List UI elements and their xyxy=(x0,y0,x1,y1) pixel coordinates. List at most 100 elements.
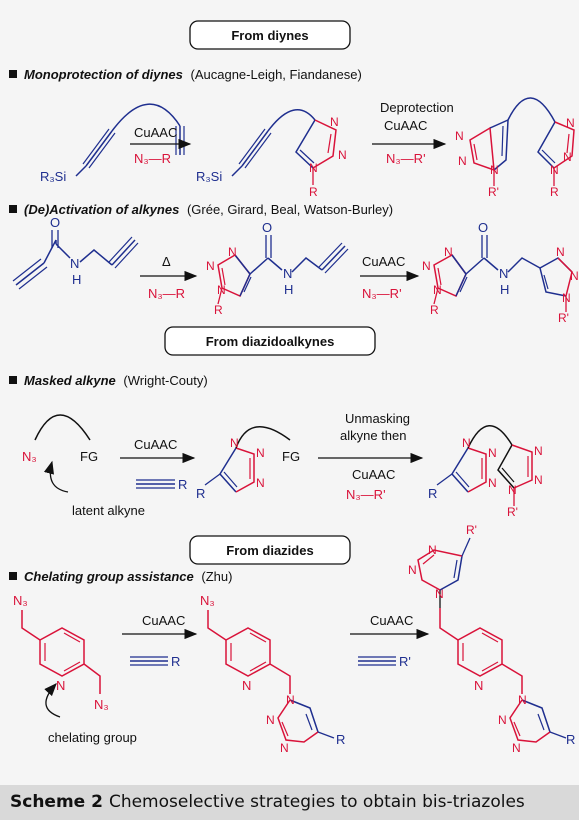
section-box-diazidoalkynes xyxy=(164,326,376,356)
pyridine-diazide-start: N₃ N N₃ chelating group xyxy=(13,593,137,745)
bullet-square xyxy=(9,572,17,580)
svg-text:N: N xyxy=(256,446,265,460)
strategy-heading-2: (De)Activation of alkynes (Grée, Girard,… xyxy=(24,202,393,217)
r3si-label: R₃Si xyxy=(196,169,222,184)
propiolamide-start: O N H xyxy=(12,215,139,290)
svg-text:FG: FG xyxy=(80,449,98,464)
reagent-azide: N₃—R xyxy=(134,151,171,166)
svg-text:N: N xyxy=(206,259,215,273)
svg-text:R': R' xyxy=(466,523,477,537)
pyridine-bis-triazole-product: R' N N N N N N N R xyxy=(408,523,575,755)
svg-text:N: N xyxy=(488,476,497,490)
reagent-unmasking: alkyne then xyxy=(340,428,407,443)
reagent-heat: Δ xyxy=(162,254,171,269)
svg-text:N: N xyxy=(256,476,265,490)
svg-text:FG: FG xyxy=(282,449,300,464)
bullet-square xyxy=(9,70,17,78)
svg-text:R: R xyxy=(566,732,575,747)
strategy-heading-1: Monoprotection of diynes (Aucagne-Leigh,… xyxy=(24,67,362,82)
reagent-cuaac: CuAAC xyxy=(134,125,177,140)
svg-text:N₃: N₃ xyxy=(200,593,215,608)
svg-text:N: N xyxy=(455,129,464,143)
svg-text:O: O xyxy=(262,220,272,235)
svg-text:R: R xyxy=(428,486,437,501)
svg-text:N: N xyxy=(534,473,543,487)
svg-text:R: R xyxy=(171,654,180,669)
bullet-square xyxy=(9,205,17,213)
reagent-cuaac: CuAAC xyxy=(362,254,405,269)
svg-text:R: R xyxy=(178,477,187,492)
svg-text:N: N xyxy=(499,266,508,281)
svg-text:R': R' xyxy=(488,185,499,199)
scheme-drawing: From diynes Monoprotection of diynes (Au… xyxy=(9,20,579,755)
reagent-azide: N₃—R xyxy=(148,286,185,301)
reagent-cuaac: CuAAC xyxy=(370,613,413,628)
svg-text:N: N xyxy=(330,115,339,129)
svg-text:N: N xyxy=(70,256,79,271)
svg-text:O: O xyxy=(50,215,60,230)
svg-text:N: N xyxy=(433,283,442,297)
svg-text:N: N xyxy=(230,436,239,450)
svg-text:H: H xyxy=(284,282,293,297)
bis-triazole-amide-product: N N N R O N H N N N R' xyxy=(422,220,579,325)
svg-text:N: N xyxy=(286,693,295,707)
caption-label: Scheme 2 xyxy=(10,792,103,812)
svg-text:N: N xyxy=(435,587,444,601)
svg-text:N: N xyxy=(266,713,275,727)
svg-text:H: H xyxy=(72,272,81,287)
svg-text:N: N xyxy=(462,436,471,450)
strategy-name: Monoprotection of diynes xyxy=(24,67,183,82)
bis-triazole-product: N N N R' N N N R xyxy=(455,97,575,199)
svg-text:N: N xyxy=(562,291,571,305)
chelating-group-label: chelating group xyxy=(48,730,137,745)
svg-text:R': R' xyxy=(399,654,411,669)
latent-alkyne-label: latent alkyne xyxy=(72,503,145,518)
svg-text:N₃: N₃ xyxy=(13,593,28,608)
svg-text:N: N xyxy=(490,163,499,177)
svg-text:N: N xyxy=(242,678,251,693)
caption-bar xyxy=(0,785,579,820)
svg-text:R: R xyxy=(214,303,223,317)
monotriazole-product: R₃Si N N N R xyxy=(196,109,347,199)
strategy-heading-4: Chelating group assistance (Zhu) xyxy=(24,569,232,584)
svg-text:N: N xyxy=(570,269,579,283)
diyne-start: R₃Si xyxy=(40,103,185,184)
caption-text: Chemoselective strategies to obtain bis-… xyxy=(108,792,525,812)
svg-text:R: R xyxy=(196,486,205,501)
pyridine-monotriazole-product: N₃ N N N N R xyxy=(200,593,345,755)
svg-text:N: N xyxy=(280,741,289,755)
section-box-diynes xyxy=(189,20,351,50)
svg-text:N: N xyxy=(428,543,437,557)
bullet-square xyxy=(9,376,17,384)
svg-text:R': R' xyxy=(507,505,518,519)
svg-text:N: N xyxy=(458,154,467,168)
svg-text:N: N xyxy=(566,116,575,130)
masked-bis-triazole-product: R N N N N N N R' xyxy=(428,425,543,519)
strategy-authors: (Aucagne-Leigh, Fiandanese) xyxy=(191,67,362,82)
svg-text:N: N xyxy=(550,163,559,177)
svg-text:N: N xyxy=(563,150,572,164)
svg-text:N₃: N₃ xyxy=(22,449,37,464)
svg-text:N: N xyxy=(228,245,237,259)
svg-text:H: H xyxy=(500,282,509,297)
reagent-cuaac: CuAAC xyxy=(142,613,185,628)
svg-text:N₃: N₃ xyxy=(94,697,109,712)
reagent-azide: N₃—R' xyxy=(346,487,386,502)
section-title-diazidoalkynes: From diazidoalkynes xyxy=(206,334,335,349)
strategy-heading-3: Masked alkyne (Wright-Couty) xyxy=(24,373,208,388)
svg-text:N: N xyxy=(408,563,417,577)
svg-text:N: N xyxy=(474,678,483,693)
svg-text:R: R xyxy=(309,185,318,199)
svg-text:N: N xyxy=(338,148,347,162)
section-box-diazides xyxy=(189,535,351,565)
svg-text:N: N xyxy=(283,266,292,281)
reagent-cuaac: CuAAC xyxy=(384,118,427,133)
svg-text:N: N xyxy=(56,678,65,693)
section-title-diynes: From diynes xyxy=(231,28,308,43)
masked-triazole-product: R N N N FG xyxy=(196,426,300,501)
svg-text:O: O xyxy=(478,220,488,235)
svg-text:N: N xyxy=(508,483,517,497)
svg-text:R: R xyxy=(430,303,439,317)
